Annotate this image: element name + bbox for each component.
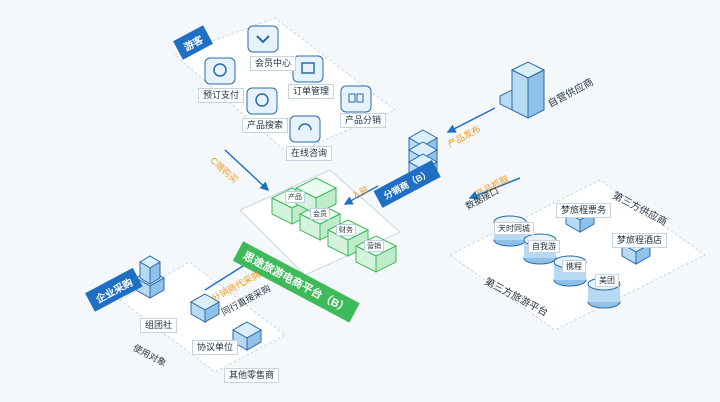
capture-arrow <box>468 177 521 200</box>
client-partner: 协议单位 <box>192 340 239 355</box>
entry-arrow <box>343 185 379 205</box>
supplier-building <box>499 61 546 119</box>
client-retailer: 其他零售商 <box>224 368 280 383</box>
platform-ziwoyou: 自我游 <box>528 240 560 253</box>
core-box-product: 产品 <box>285 191 305 203</box>
module-distribution: 产品分销 <box>340 113 387 128</box>
supplier-tickets: 梦旅程票务 <box>556 203 612 218</box>
module-online-consult: 在线咨询 <box>286 146 333 161</box>
module-tile <box>204 57 236 85</box>
module-order-mgmt: 订单管理 <box>288 84 335 99</box>
module-tile <box>247 25 279 53</box>
publish-arrow <box>446 107 496 133</box>
module-booking-pay: 预订支付 <box>198 88 245 103</box>
platform-tianshi: 天时同城 <box>494 222 534 235</box>
enterprise-building <box>135 255 165 299</box>
core-box-member: 会员 <box>310 208 330 220</box>
third-party-platform <box>449 179 706 331</box>
module-member-center: 会员中心 <box>250 56 297 71</box>
platform-meituan: 美团 <box>595 274 619 287</box>
module-tile <box>246 87 278 115</box>
core-box-finance: 财务 <box>336 224 356 236</box>
module-tile <box>289 115 321 143</box>
client-tour-agency: 组团社 <box>140 318 178 333</box>
core-box-marketing: 营销 <box>364 240 384 252</box>
module-tile <box>292 55 324 83</box>
platform-ctrip: 携程 <box>562 260 586 273</box>
module-product-search: 产品搜索 <box>242 118 289 133</box>
supplier-hotel: 梦旅程酒店 <box>612 233 668 248</box>
c-end-arrow <box>224 149 270 192</box>
module-tile <box>340 85 372 113</box>
